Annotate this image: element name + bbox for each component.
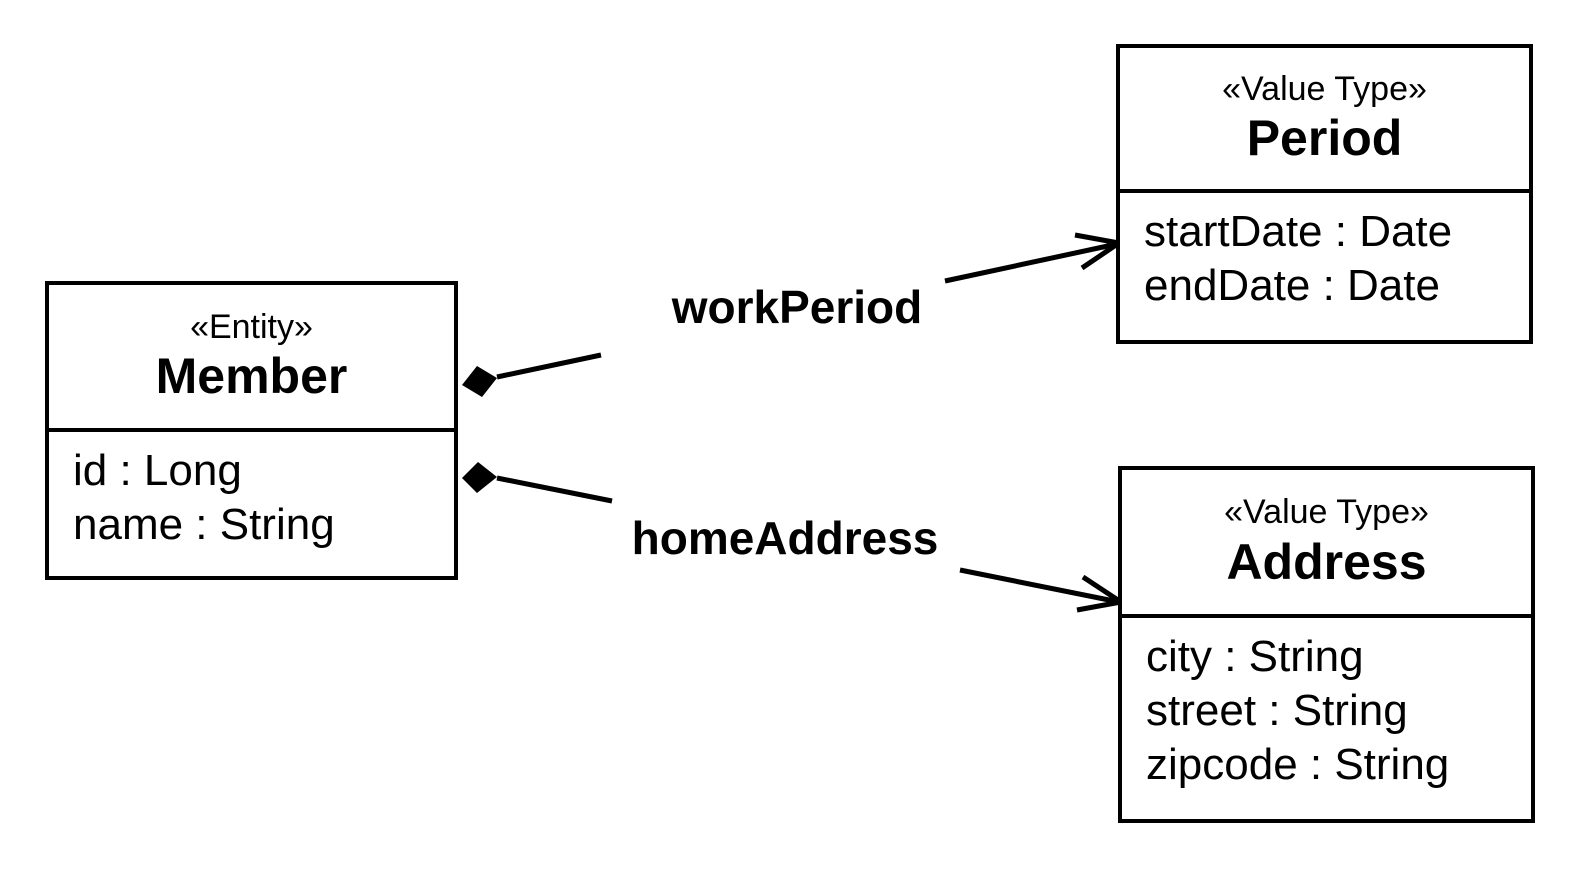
address-attribute: zipcode : String <box>1146 740 1450 789</box>
class-box-member: «Entity» Member id : Long name : String <box>45 281 458 580</box>
address-class-name: Address <box>1226 533 1427 590</box>
period-header: «Value Type» Period <box>1120 48 1529 193</box>
relation-label-homeaddress: homeAddress <box>631 512 939 564</box>
member-attributes: id : Long name : String <box>49 432 454 576</box>
period-stereotype: «Value Type» <box>1222 69 1427 108</box>
homeaddress-composition-diamond-icon <box>462 462 497 493</box>
period-attribute: startDate : Date <box>1144 207 1453 256</box>
workperiod-line-left-segment <box>496 352 602 380</box>
address-attributes: city : String street : String zipcode : … <box>1122 618 1531 819</box>
class-box-address: «Value Type» Address city : String stree… <box>1118 466 1535 823</box>
workperiod-composition-diamond-icon <box>462 366 497 397</box>
member-attribute: id : Long <box>73 446 242 495</box>
class-box-period: «Value Type» Period startDate : Date end… <box>1116 44 1533 344</box>
address-stereotype: «Value Type» <box>1224 493 1429 532</box>
relation-label-workperiod: workPeriod <box>671 281 923 333</box>
member-attribute: name : String <box>73 500 335 549</box>
member-header: «Entity» Member <box>49 285 454 432</box>
period-attribute: endDate : Date <box>1144 261 1440 310</box>
member-stereotype: «Entity» <box>190 307 313 346</box>
period-attributes: startDate : Date endDate : Date <box>1120 193 1529 340</box>
workperiod-line-right-segment <box>944 241 1118 284</box>
member-class-name: Member <box>155 348 348 405</box>
homeaddress-line-left-segment <box>496 475 613 504</box>
address-attribute: city : String <box>1146 632 1364 681</box>
period-class-name: Period <box>1246 110 1403 167</box>
address-header: «Value Type» Address <box>1122 470 1531 618</box>
homeaddress-line-right-segment <box>959 567 1120 605</box>
address-attribute: street : String <box>1146 686 1408 735</box>
